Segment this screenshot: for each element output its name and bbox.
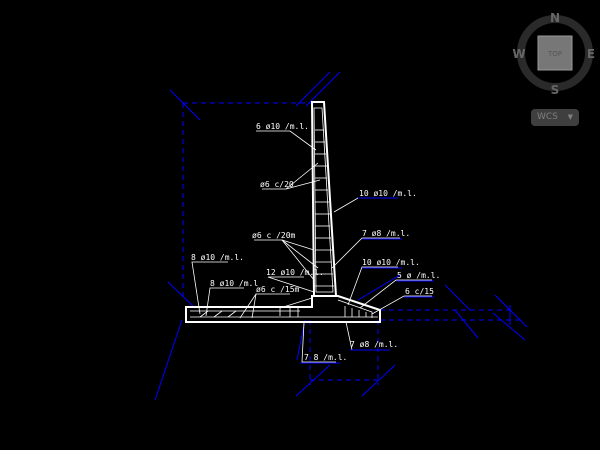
wall-stem-inner bbox=[313, 107, 334, 293]
wcs-label: WCS bbox=[537, 112, 558, 122]
wall-footing bbox=[185, 295, 381, 323]
rebar-label: 6 ø10 /m.l. bbox=[256, 122, 309, 131]
construction-lines bbox=[154, 71, 528, 401]
wall-geometry bbox=[185, 101, 381, 323]
compass-south[interactable]: S bbox=[551, 83, 560, 97]
rebar-label: 10 ø10 /m.l. bbox=[359, 189, 417, 198]
dim-tick bbox=[492, 312, 526, 341]
dim-tick bbox=[454, 309, 479, 339]
rebar-label: 10 ø10 /m.l. bbox=[362, 258, 420, 267]
chevron-down-icon: ▼ bbox=[567, 113, 573, 121]
view-cube-face-label: TOP bbox=[547, 50, 562, 58]
stirrups bbox=[315, 129, 334, 287]
rebar-label: 8 ø10 /m.l bbox=[210, 279, 258, 288]
compass-north[interactable]: N bbox=[550, 11, 560, 25]
rebar-labels: 6 ø10 /m.l. ø6 c/20 10 ø10 /m.l. ø6 c /2… bbox=[191, 122, 440, 362]
rebar-label: 6 c/15 bbox=[405, 287, 434, 296]
rebar-label: ø6 c/20 bbox=[260, 180, 294, 189]
dim-line bbox=[154, 319, 183, 401]
rebar-label: 7 ø8 /m.l. bbox=[350, 340, 398, 349]
rebar-label: 8 ø10 /m.l. bbox=[191, 253, 244, 262]
dim-tick bbox=[494, 294, 528, 328]
dim-tick bbox=[169, 89, 201, 121]
label-underlines bbox=[300, 197, 434, 364]
dim-tick bbox=[444, 284, 471, 311]
rebar-label: ø6 c /15m bbox=[256, 285, 300, 294]
view-cube-face[interactable] bbox=[537, 35, 573, 71]
dim-tick bbox=[361, 364, 396, 397]
rebar-label: 7 ø8 /m.l. bbox=[362, 229, 410, 238]
rebar-label: 7 8 /m.l. bbox=[304, 353, 347, 362]
dim-tick bbox=[305, 71, 341, 107]
dim-tick bbox=[167, 281, 196, 309]
rebar-label: ø6 c /20m bbox=[252, 231, 296, 240]
wcs-dropdown[interactable]: WCS ▼ bbox=[531, 109, 579, 126]
dim-line bbox=[357, 274, 401, 301]
dim-tick bbox=[295, 71, 331, 107]
compass-west[interactable]: W bbox=[512, 47, 525, 61]
compass-east[interactable]: E bbox=[587, 47, 595, 61]
view-cube[interactable]: TOP N S W E bbox=[510, 8, 600, 103]
compass-ring-icon: TOP N S W E bbox=[512, 11, 595, 97]
dim-tick bbox=[295, 364, 331, 397]
rebar-label: 5 ø /m.l. bbox=[397, 271, 440, 280]
rebar-label: 12 ø10 /m.l. bbox=[266, 268, 324, 277]
